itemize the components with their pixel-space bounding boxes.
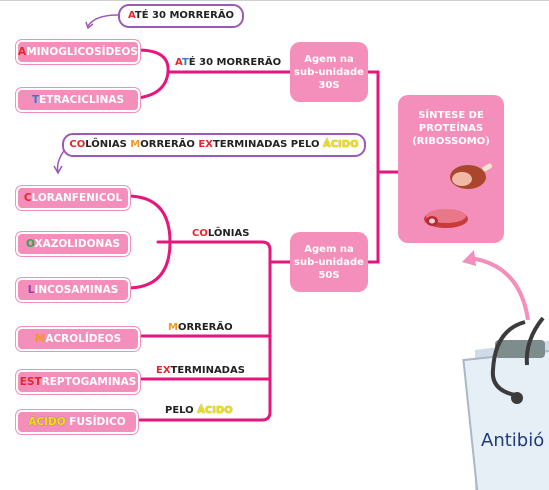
drug-acido-fusidico: ÁCIDO FUSÍDICO [16,410,138,434]
callout-ate-30: ATÉ 30 MORRERÃO [118,4,244,28]
label-pelo-acido: PELO ÁCIDO [165,405,233,416]
drug-lincosaminas: LINCOSAMINAS [16,278,130,302]
label-exterminadas: EXTERMINADAS [156,365,245,376]
top-divider [0,0,549,7]
steak-icon [424,209,468,228]
drug-macrolideos: MACROLÍDEOS [16,327,140,351]
bracket-30s [136,48,170,100]
drug-estreptogaminas: ESTREPTOGAMINAS [16,370,140,394]
sintese-proteinas-box: SÍNTESE DE PROTEÍNAS (RIBOSSOMO) [398,95,504,243]
label-colonias: COLÔNIAS [192,228,250,239]
ham-icon [450,163,493,189]
clipboard-illustration [462,316,549,490]
label-ate-30-morrerao: ATÉ 30 MORRERÃO [175,57,282,68]
callout-colonias: COLÔNIAS MORRERÃO EXTERMINADAS PELO ÁCID… [62,133,366,157]
drug-oxazolidonas: OXAZOLIDONAS [16,232,130,256]
label-morrerao: MORRERÃO [168,322,233,333]
stethoscope-icon [490,316,545,397]
clipboard-text: Antibió [481,430,545,451]
callout-arrow-top [87,14,119,27]
drug-cloranfenicol: CLORANFENICOL [16,186,130,210]
arrow-to-clipboard [469,256,530,321]
drug-tetraciclinas: TETRACICLINAS [16,88,140,112]
trunk-50s [134,240,272,422]
drug-aminoglicosideos: AMINOGLICOSÍDEOS [16,40,140,64]
meat-illustration [424,163,493,228]
